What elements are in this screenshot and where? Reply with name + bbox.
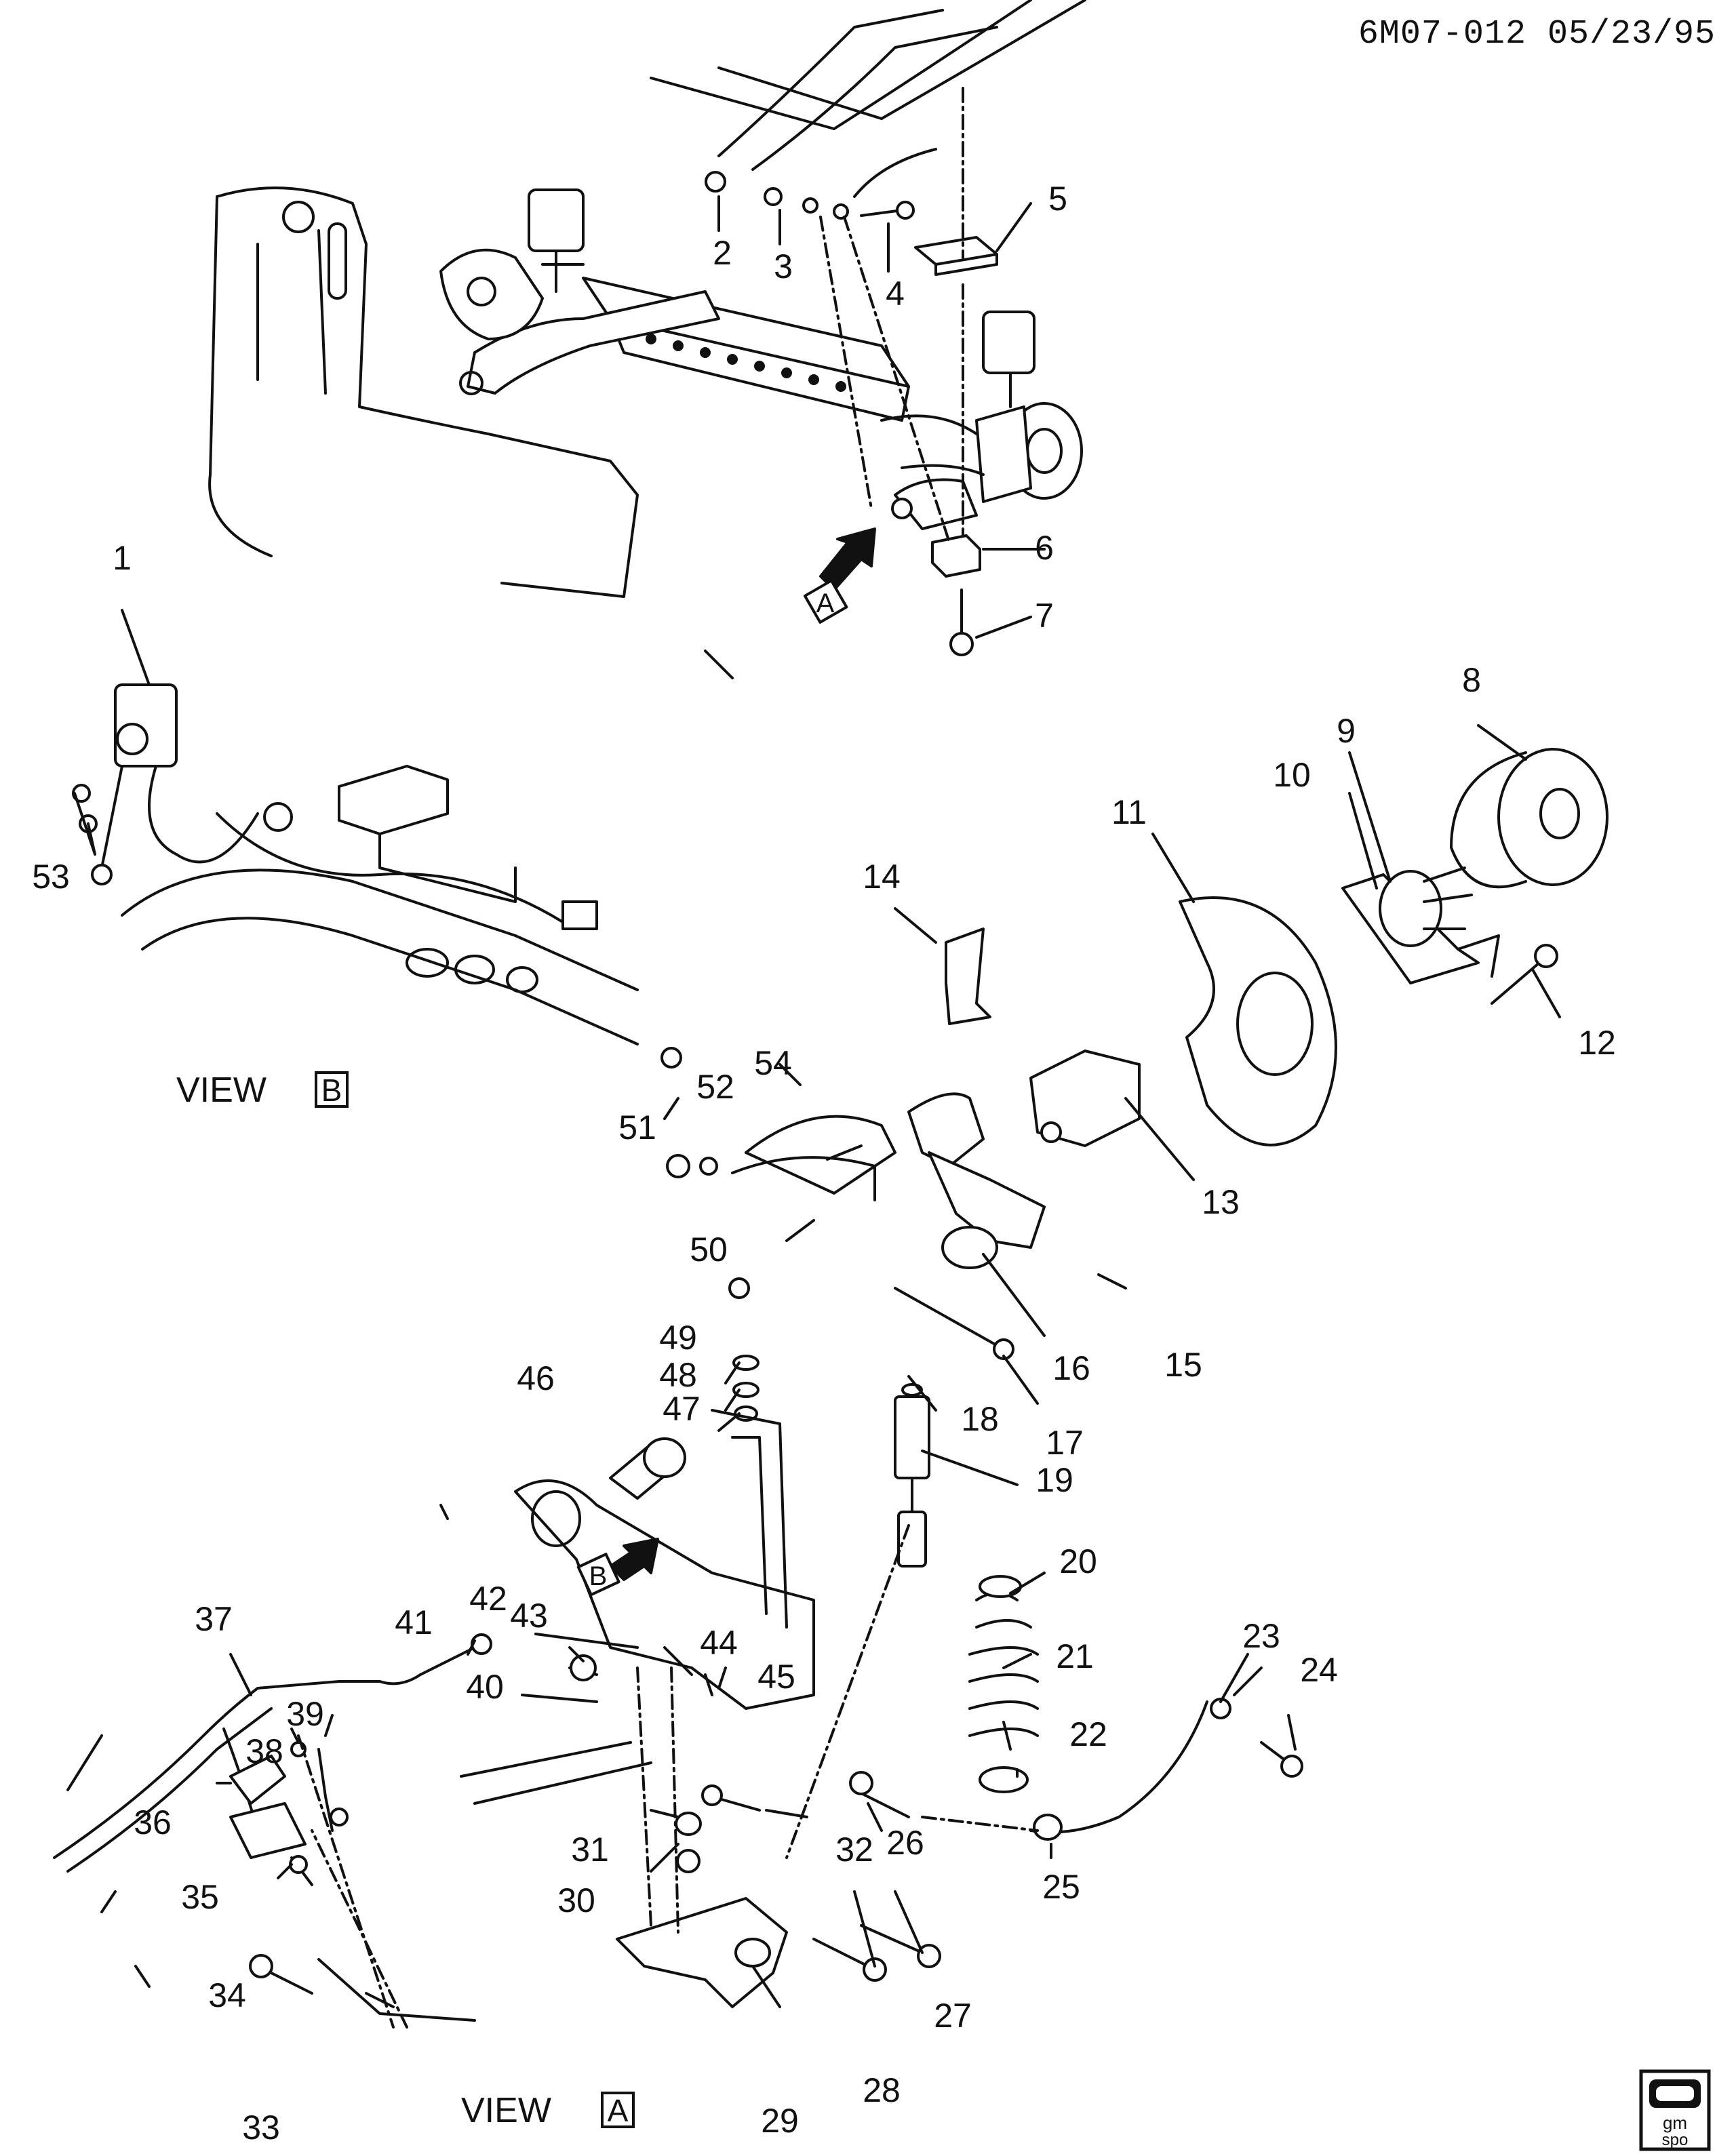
callout-40: 40 xyxy=(466,1668,504,1706)
callout-4: 4 xyxy=(886,275,905,313)
knuckle-control-arm: B xyxy=(514,1047,1303,1834)
callout-25: 25 xyxy=(1042,1868,1080,1906)
callout-12: 12 xyxy=(1578,1024,1616,1062)
callout-54: 54 xyxy=(754,1044,792,1082)
callout-30: 30 xyxy=(557,1881,595,1919)
view-b-letter: B xyxy=(321,1073,342,1108)
callout-17: 17 xyxy=(1046,1424,1084,1462)
callout-24: 24 xyxy=(1300,1651,1338,1689)
callout-44: 44 xyxy=(700,1624,738,1662)
callout-27: 27 xyxy=(934,1997,972,2035)
callout-11: 11 xyxy=(1111,793,1147,831)
callout-39: 39 xyxy=(286,1695,324,1733)
callout-13: 13 xyxy=(1202,1183,1240,1221)
callout-14: 14 xyxy=(863,858,901,896)
callout-23: 23 xyxy=(1242,1617,1280,1655)
callout-21: 21 xyxy=(1056,1637,1094,1675)
logo-line2: spo xyxy=(1662,2131,1689,2149)
gm-spo-logo: gm spo xyxy=(1639,2069,1711,2151)
logo-line1: gm xyxy=(1663,2113,1687,2133)
callout-41: 41 xyxy=(395,1603,433,1641)
drawing-code: 6M07-012 05/23/95 xyxy=(1358,15,1716,54)
rear-axle-frame-assembly: A xyxy=(439,0,1086,656)
callout-50: 50 xyxy=(690,1231,728,1269)
view-b-detail xyxy=(72,186,639,1045)
callout-32: 32 xyxy=(835,1831,873,1869)
callout-48: 48 xyxy=(659,1356,697,1394)
callout-51: 51 xyxy=(618,1109,656,1146)
brake-hub-assembly xyxy=(945,748,1609,1147)
callout-46: 46 xyxy=(517,1359,555,1397)
callout-2: 2 xyxy=(713,234,732,272)
callout-37: 37 xyxy=(195,1600,233,1638)
callout-33: 33 xyxy=(242,2109,280,2147)
callout-52: 52 xyxy=(696,1068,734,1106)
callout-20: 20 xyxy=(1059,1542,1097,1580)
callout-26: 26 xyxy=(886,1824,924,1862)
callout-10: 10 xyxy=(1273,756,1311,794)
view-b-arrow-letter: B xyxy=(589,1561,608,1591)
callout-19: 19 xyxy=(1035,1461,1073,1499)
callout-9: 9 xyxy=(1337,712,1356,750)
callout-15: 15 xyxy=(1164,1346,1202,1384)
callout-31: 31 xyxy=(571,1831,609,1869)
callout-29: 29 xyxy=(761,2102,799,2140)
view-a-letter: A xyxy=(608,2093,629,2128)
callout-8: 8 xyxy=(1462,661,1481,699)
callout-16: 16 xyxy=(1052,1349,1090,1387)
callout-18: 18 xyxy=(961,1400,999,1438)
callout-28: 28 xyxy=(863,2071,901,2109)
view-a-label: VIEW xyxy=(461,2091,551,2130)
callout-47: 47 xyxy=(663,1390,701,1428)
callout-45: 45 xyxy=(757,1658,795,1696)
callout-35: 35 xyxy=(181,1878,219,1916)
callout-5: 5 xyxy=(1048,180,1067,218)
callout-49: 49 xyxy=(659,1319,697,1357)
stabilizer-bar-assembly xyxy=(53,1524,1063,2029)
callout-38: 38 xyxy=(245,1732,283,1770)
callout-42: 42 xyxy=(469,1580,507,1618)
callout-22: 22 xyxy=(1069,1715,1107,1753)
view-a-arrow-letter: A xyxy=(816,588,835,618)
callout-34: 34 xyxy=(208,1976,246,2014)
callout-7: 7 xyxy=(1035,597,1054,635)
callout-36: 36 xyxy=(134,1803,172,1841)
callout-53: 53 xyxy=(32,858,70,896)
callout-43: 43 xyxy=(510,1597,548,1635)
callout-3: 3 xyxy=(774,247,793,285)
callout-6: 6 xyxy=(1035,529,1054,567)
view-b-label: VIEW xyxy=(176,1071,267,1110)
callout-1: 1 xyxy=(113,539,132,577)
